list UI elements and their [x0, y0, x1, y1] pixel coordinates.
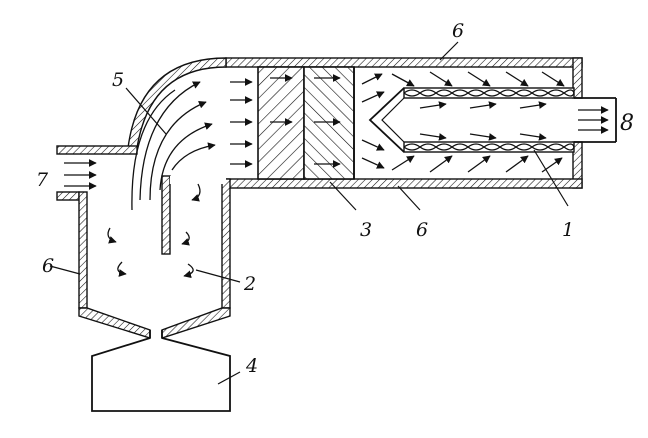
outlet-flow-arrows: [578, 106, 609, 134]
label-3: 3: [360, 219, 372, 241]
label-6-left: 6: [42, 255, 54, 277]
label-1: 1: [562, 219, 574, 241]
inner-deflector-tube: [161, 175, 226, 255]
filter-layer-fine: [303, 66, 355, 180]
packing-entry-arrows: [230, 74, 341, 168]
fabric-filter-element: [368, 87, 575, 153]
label-8: 8: [620, 111, 634, 136]
label-6-top: 6: [452, 20, 464, 42]
funnel-neck: [149, 330, 163, 338]
swirl-flow-lines: [131, 81, 216, 211]
label-7: 7: [36, 169, 49, 191]
eddy-arrows: [107, 183, 201, 279]
label-2: 2: [243, 273, 256, 295]
outlet-pipe: [574, 97, 617, 143]
label-6-bottom: 6: [416, 219, 428, 241]
chamber-flow-arrows: [361, 71, 565, 173]
label-4: 4: [245, 355, 258, 377]
label-5: 5: [112, 69, 124, 91]
collection-vessel: [91, 337, 231, 412]
filter-layer-coarse: [257, 66, 305, 180]
leader-lines: [49, 41, 569, 385]
inlet-flow-arrows: [64, 159, 97, 190]
